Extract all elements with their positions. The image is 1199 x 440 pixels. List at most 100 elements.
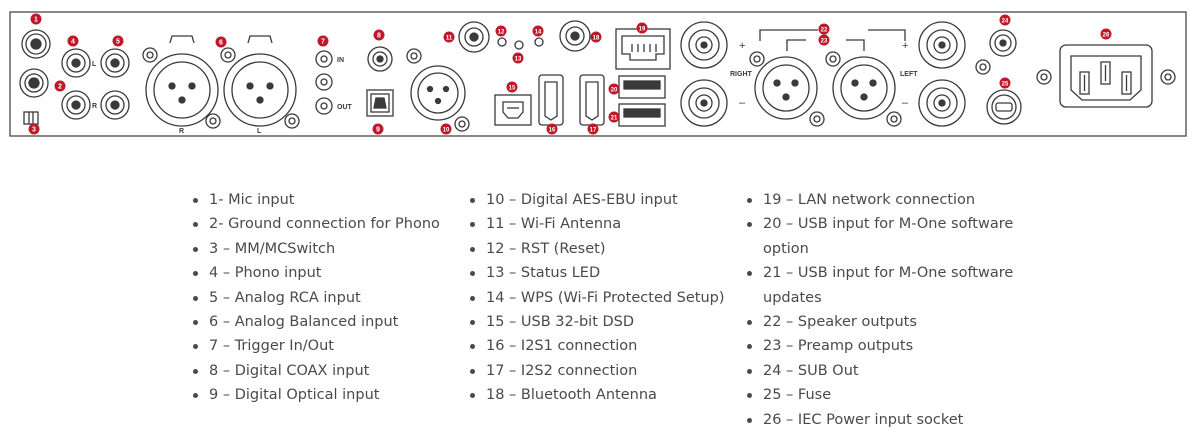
legend-item: 13 – Status LED bbox=[470, 261, 725, 285]
legend-item: 26 – IEC Power input socket bbox=[747, 408, 1013, 432]
label-phono-l: L bbox=[92, 61, 97, 68]
marker-label: 16 bbox=[549, 128, 556, 134]
xlr-input-l bbox=[220, 35, 300, 129]
legend-item: updates bbox=[763, 289, 822, 306]
legend-item: 24 – SUB Out bbox=[747, 359, 1013, 383]
rear-panel-diagram: L R R L IN OUT RIGHT LEFT + – + – 123456… bbox=[9, 11, 1187, 137]
marker-label: 17 bbox=[590, 128, 597, 134]
marker-label: 18 bbox=[593, 36, 600, 42]
legend-item: 23 – Preamp outputs bbox=[747, 334, 1013, 358]
marker-label: 8 bbox=[377, 33, 381, 40]
legend-item: 11 – Wi-Fi Antenna bbox=[470, 212, 725, 236]
marker-3: 3 bbox=[28, 123, 40, 135]
marker-label: 15 bbox=[509, 86, 516, 92]
legend-item: 17 – I2S2 connection bbox=[470, 359, 725, 383]
rca-input-r bbox=[100, 90, 130, 120]
marker-label: 23 bbox=[821, 39, 828, 45]
legend-item: 8 – Digital COAX input bbox=[193, 359, 440, 383]
lan-port bbox=[615, 28, 671, 70]
status-led bbox=[514, 40, 524, 50]
marker-26: 26 bbox=[1100, 28, 1112, 40]
marker-label: 14 bbox=[535, 30, 542, 36]
legend-item: 1- Mic input bbox=[193, 188, 440, 212]
legend-item: 10 – Digital AES-EBU input bbox=[470, 188, 725, 212]
ground-terminal bbox=[19, 68, 49, 98]
usb-b-input bbox=[494, 94, 532, 126]
legend-item: 18 – Bluetooth Antenna bbox=[470, 383, 725, 407]
mic-input-jack bbox=[21, 29, 51, 59]
marker-16: 16 bbox=[546, 123, 558, 135]
marker-14: 14 bbox=[532, 25, 544, 37]
bluetooth-antenna-connector bbox=[559, 20, 591, 52]
marker-label: 21 bbox=[611, 116, 618, 122]
marker-label: 6 bbox=[219, 40, 223, 47]
preamp-output-left bbox=[825, 51, 902, 127]
marker-10: 10 bbox=[440, 123, 452, 135]
marker-label: 25 bbox=[1002, 82, 1009, 88]
legend-item: option bbox=[763, 240, 809, 257]
marker-label: 19 bbox=[639, 27, 646, 33]
speaker-terminal-left-plus bbox=[918, 21, 966, 69]
marker-label: 11 bbox=[446, 36, 453, 42]
legend-item: 14 – WPS (Wi-Fi Protected Setup) bbox=[470, 286, 725, 310]
legend-item: 4 – Phono input bbox=[193, 261, 440, 285]
legend-item: 3 – MM/MCSwitch bbox=[193, 237, 440, 261]
speaker-terminal-left-minus bbox=[918, 79, 966, 127]
legend-item: 19 – LAN network connection bbox=[747, 188, 1013, 212]
fuse-holder bbox=[986, 89, 1022, 125]
marker-20: 20 bbox=[608, 83, 620, 95]
marker-label: 1 bbox=[34, 17, 38, 24]
legend-item: 25 – Fuse bbox=[747, 383, 1013, 407]
hdmi-i2s2-connector bbox=[579, 74, 605, 126]
marker-6: 6 bbox=[215, 36, 227, 48]
marker-label: 9 bbox=[376, 127, 380, 134]
marker-1: 1 bbox=[30, 13, 42, 25]
marker-23: 23 bbox=[818, 34, 830, 46]
marker-label: 22 bbox=[821, 28, 828, 34]
label-right: RIGHT bbox=[730, 71, 753, 78]
marker-7: 7 bbox=[317, 35, 329, 47]
marker-label: 20 bbox=[611, 88, 618, 94]
xlr-input-r bbox=[142, 35, 221, 129]
marker-label: 3 bbox=[32, 127, 36, 134]
panel-outline bbox=[9, 11, 1187, 137]
marker-9: 9 bbox=[372, 123, 384, 135]
label-left-plus: + bbox=[902, 40, 908, 52]
sub-out-jack bbox=[975, 29, 1017, 75]
legend-item: 20 – USB input for M-One software bbox=[747, 212, 1013, 236]
marker-label: 10 bbox=[443, 128, 450, 134]
marker-12: 12 bbox=[495, 25, 507, 37]
output-bracket-lines bbox=[759, 29, 906, 51]
label-left-minus: – bbox=[902, 97, 909, 109]
hdmi-i2s1-connector bbox=[538, 74, 564, 126]
wifi-antenna-connector bbox=[458, 21, 490, 53]
legend-item: 6 – Analog Balanced input bbox=[193, 310, 440, 334]
marker-label: 2 bbox=[58, 84, 62, 91]
marker-13: 13 bbox=[512, 52, 524, 64]
legend-item: 21 – USB input for M-One software bbox=[747, 261, 1013, 285]
label-trigger-out: OUT bbox=[337, 104, 353, 111]
mm-mc-switch bbox=[23, 111, 39, 125]
legend-item: 22 – Speaker outputs bbox=[747, 310, 1013, 334]
marker-label: 26 bbox=[1103, 33, 1110, 39]
iec-power-socket bbox=[1036, 44, 1176, 108]
legend-item: 15 – USB 32-bit DSD bbox=[470, 310, 725, 334]
legend-item: 12 – RST (Reset) bbox=[470, 237, 725, 261]
marker-17: 17 bbox=[587, 123, 599, 135]
coax-input bbox=[367, 46, 393, 72]
usb-a-port-lower bbox=[618, 103, 666, 127]
label-trigger-in: IN bbox=[337, 57, 344, 64]
usb-a-port-upper bbox=[618, 75, 666, 99]
wps-button bbox=[534, 37, 544, 47]
rca-input-l bbox=[100, 48, 130, 78]
label-right-plus: + bbox=[739, 40, 745, 52]
marker-label: 5 bbox=[116, 39, 120, 46]
marker-label: 7 bbox=[321, 39, 325, 46]
label-xlr-l: L bbox=[257, 128, 262, 135]
speaker-terminal-right-plus bbox=[680, 21, 728, 69]
label-xlr-r: R bbox=[179, 128, 184, 135]
